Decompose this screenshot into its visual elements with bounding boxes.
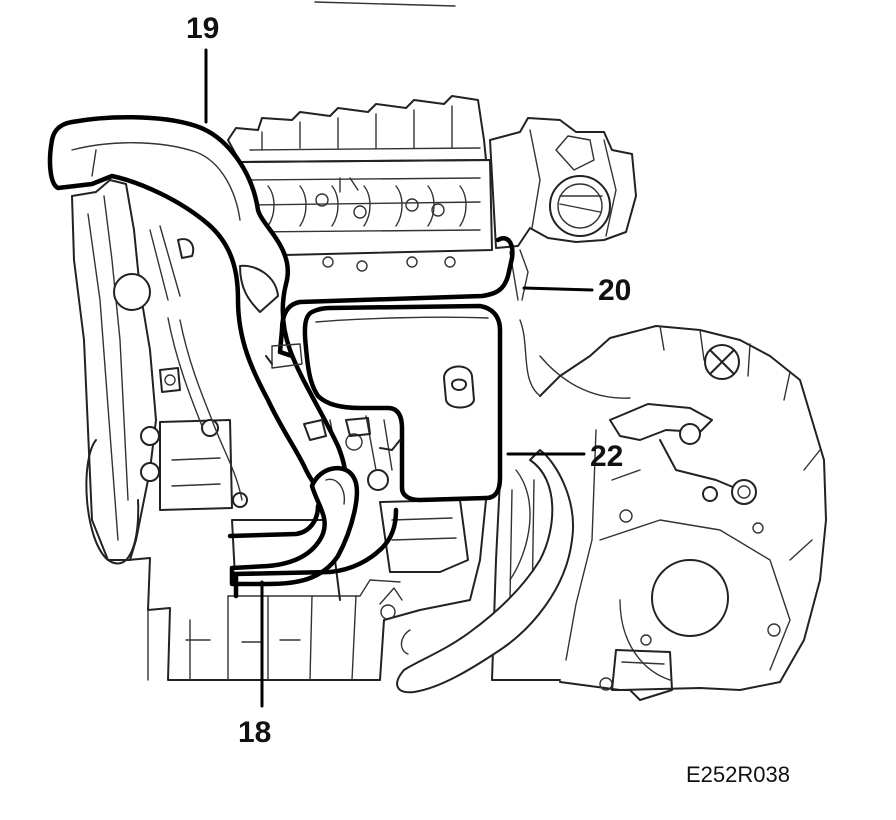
leader-20 [522,286,594,292]
callout-22: 22 [590,440,623,473]
expansion-tank-22 [302,303,503,503]
callout-20: 20 [598,274,631,307]
transmission-housing [539,325,827,701]
hose-18 [149,225,399,599]
figure-reference-code: E252R038 [686,762,790,787]
top-edge-line [314,1,456,7]
fittings [303,417,411,655]
callout-19: 19 [186,12,219,45]
hose-19 [47,115,360,587]
engine-block [71,95,637,681]
hose-20 [265,236,515,369]
callout-18: 18 [238,716,271,749]
lower-coolant-hose [396,449,574,694]
